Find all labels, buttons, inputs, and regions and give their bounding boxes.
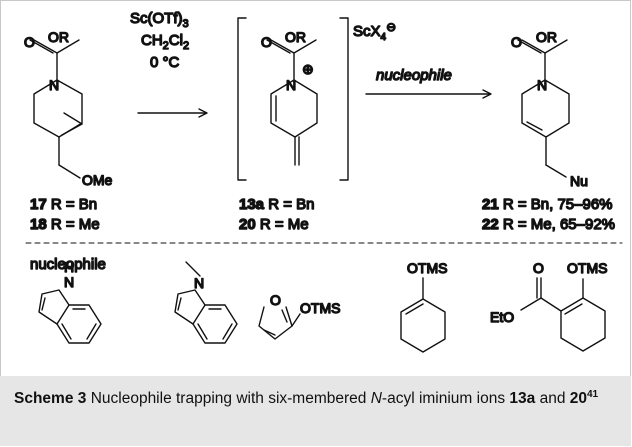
caption-text-2: -acyl iminium ions (381, 390, 510, 408)
caption-and: and (535, 390, 570, 408)
atom-otms-enol: OTMS (407, 260, 447, 276)
bracket-right (339, 17, 349, 181)
atom-n-indole: N (64, 274, 74, 290)
label-18: 18 R = Me (30, 216, 100, 233)
structure-21-22 (517, 39, 570, 178)
atom-plus-charge: ⊕ (302, 61, 314, 77)
reagent-line-1: Sc(OTf)3 (130, 10, 189, 30)
caption-italic-n: N (370, 390, 382, 408)
nucleophile-n-methylindole (174, 261, 238, 344)
arrow-1-head (198, 108, 208, 118)
label-20: 20 R = Me (239, 216, 309, 233)
atom-o-21: O (511, 34, 522, 50)
nucleophile-indole (38, 289, 102, 344)
atom-eto-ester: EtO (490, 309, 514, 325)
caption-scheme-label: Scheme 3 (14, 390, 87, 408)
reagent-line-2: CH2Cl2 (141, 32, 189, 52)
nucleophile-silylenolether (400, 277, 446, 353)
label-21: 21 R = Bn, 75–96% (482, 196, 613, 213)
nucleophile-silyloxyfuran (258, 306, 301, 340)
label-22: 22 R = Me, 65–92% (482, 216, 615, 233)
nucleophile-arrow-label: nucleophile (376, 67, 452, 84)
label-17: 17 R = Bn (30, 196, 97, 213)
atom-o-17: O (24, 34, 35, 50)
reagent-line-3: 0 °C (150, 54, 180, 71)
atom-n-21: N (537, 77, 547, 93)
atom-nu-21: Nu (570, 173, 588, 189)
atom-o-ester: O (533, 260, 544, 276)
scheme-caption: Scheme 3 Nucleophile trapping with six-m… (0, 376, 631, 446)
bracket-left (237, 17, 247, 181)
atom-or-17: OR (48, 29, 69, 45)
atom-h-indole: H (64, 259, 74, 275)
caption-compound-2: 20 (569, 390, 587, 408)
nucleophile-section-label: nucleophile (30, 256, 106, 273)
atom-otms-furan: OTMS (300, 300, 340, 316)
atom-or-13a: OR (285, 29, 306, 45)
counterion: ScX4⊖ (353, 20, 396, 43)
caption-reference: 41 (587, 389, 599, 400)
atom-n-13a: N (286, 77, 296, 93)
atom-n-methylindole: N (194, 275, 204, 291)
caption-compound-1: 13a (509, 390, 536, 408)
nucleophile-ketoester-enol (520, 277, 606, 352)
atom-o-13a: O (261, 34, 272, 50)
atom-otms-ester: OTMS (567, 260, 607, 276)
structure-13a-20 (266, 39, 318, 166)
structure-17-18 (29, 39, 83, 179)
caption-text-1: Nucleophile trapping with six-membered (86, 390, 371, 408)
arrow-2-head (482, 89, 492, 99)
atom-o-furan: O (270, 292, 281, 308)
atom-ome-17: OMe (82, 172, 113, 188)
label-13a: 13a R = Bn (239, 196, 314, 213)
atom-or-21: OR (536, 29, 557, 45)
atom-n-17: N (49, 77, 59, 93)
